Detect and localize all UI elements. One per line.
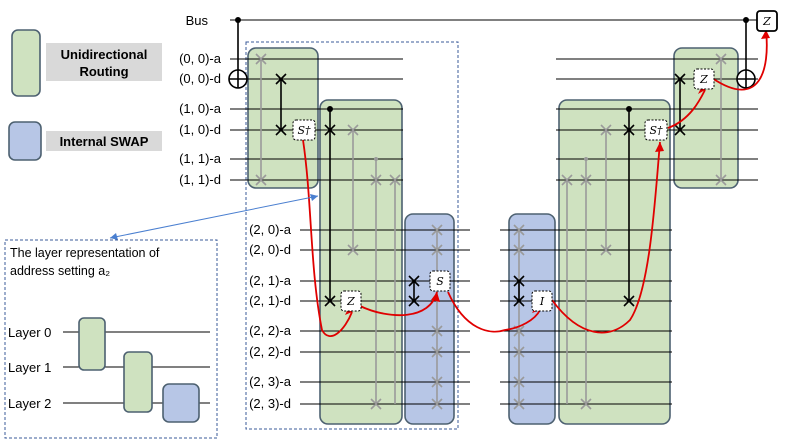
svg-text:Z: Z bbox=[699, 73, 708, 86]
layer-2-label: Layer 2 bbox=[8, 396, 51, 411]
gate-i-swap: I bbox=[531, 290, 553, 312]
svg-text:S†: S† bbox=[649, 124, 663, 137]
legend-swap-label-bg bbox=[46, 131, 162, 151]
layer-0-block bbox=[78, 317, 106, 371]
legend-swap-swatch bbox=[8, 121, 42, 161]
qubit-label: (2, 1)-d bbox=[249, 293, 291, 308]
qubit-label: (0, 0)-d bbox=[179, 71, 221, 86]
black-gates bbox=[228, 17, 756, 307]
svg-text:Z: Z bbox=[346, 295, 355, 308]
gate-s-dagger-left: S† bbox=[292, 119, 316, 141]
inset-box bbox=[4, 239, 218, 439]
qubit-label: (2, 2)-d bbox=[249, 344, 291, 359]
gate-z-bus: Z bbox=[756, 10, 778, 32]
qubit-label: (2, 1)-a bbox=[249, 273, 292, 288]
qubit-label: (2, 0)-a bbox=[249, 222, 292, 237]
svg-text:S: S bbox=[436, 275, 444, 288]
gate-z-right: Z bbox=[693, 68, 715, 90]
qubit-label: (2, 0)-d bbox=[249, 242, 291, 257]
qubit-label: (2, 2)-a bbox=[249, 323, 292, 338]
layer-1-block bbox=[123, 351, 153, 413]
gate-s-swap: S bbox=[429, 270, 451, 292]
bus-label: Bus bbox=[186, 13, 209, 28]
svg-text:S†: S† bbox=[297, 124, 311, 137]
swap-block-left bbox=[404, 213, 455, 425]
routing-block-left-1 bbox=[247, 47, 319, 189]
legend-routing-swatch bbox=[11, 29, 41, 97]
svg-text:Z: Z bbox=[762, 15, 771, 28]
layer-1-label: Layer 1 bbox=[8, 360, 51, 375]
legend-routing-label-bg bbox=[46, 43, 162, 81]
upper-qubit-labels: (0, 0)-a (0, 0)-d (1, 0)-a (1, 0)-d (1, … bbox=[179, 51, 222, 187]
legend-routing-label-line2: Routing bbox=[79, 64, 128, 79]
gate-z-mid: Z bbox=[340, 290, 362, 312]
gray-swaps bbox=[255, 53, 727, 410]
qubit-label: (1, 1)-d bbox=[179, 172, 221, 187]
qubit-label: (1, 0)-a bbox=[179, 101, 222, 116]
qubit-label: (1, 1)-a bbox=[179, 151, 222, 166]
lower-qubit-labels: (2, 0)-a (2, 0)-d (2, 1)-a (2, 1)-d (2, … bbox=[249, 222, 292, 411]
layer-highlight-box bbox=[245, 41, 459, 430]
inset-title-line2: address setting a₂ bbox=[10, 264, 110, 278]
svg-text:I: I bbox=[539, 295, 545, 308]
routing-block-left-2 bbox=[319, 99, 403, 425]
qubit-label: (0, 0)-a bbox=[179, 51, 222, 66]
gate-s-dagger-right: S† bbox=[644, 119, 668, 141]
layer-2-block bbox=[162, 383, 200, 423]
qubit-label: (2, 3)-d bbox=[249, 396, 291, 411]
layer-0-label: Layer 0 bbox=[8, 325, 51, 340]
routing-block-right-2 bbox=[558, 99, 671, 425]
inset-title-line1: The layer representation of bbox=[10, 246, 160, 260]
phase-path bbox=[302, 29, 768, 337]
wires bbox=[230, 19, 770, 405]
legend-swap-label: Internal SWAP bbox=[60, 134, 149, 149]
legend-routing-label-line1: Unidirectional bbox=[61, 47, 148, 62]
qubit-label: (2, 3)-a bbox=[249, 374, 292, 389]
qubit-label: (1, 0)-d bbox=[179, 122, 221, 137]
inset-pointer bbox=[109, 195, 319, 239]
upper-wires bbox=[230, 58, 758, 181]
